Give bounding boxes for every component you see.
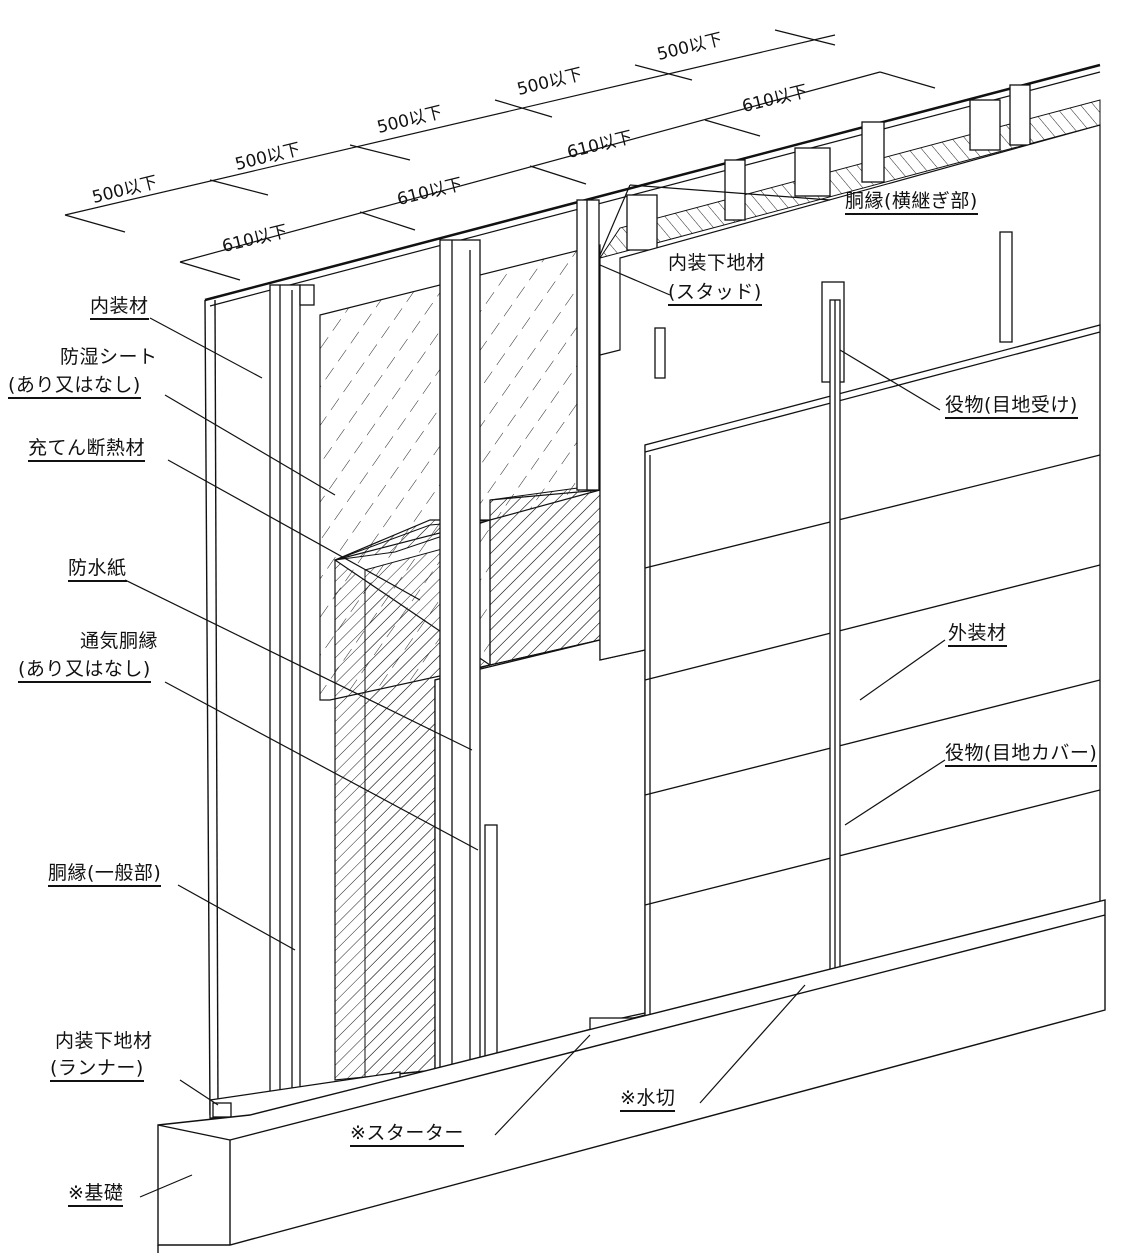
label-exterior-finish: 外装材 <box>948 622 1007 647</box>
label-waterproof-paper: 防水紙 <box>68 557 127 582</box>
label-joint-receiver: 役物(目地受け) <box>945 394 1078 419</box>
label-foundation: ※基礎 <box>68 1182 124 1207</box>
wall-top-edge <box>204 63 1101 307</box>
label-runner: 内装下地材 <box>55 1030 153 1052</box>
label-furring-general: 胴縁(一般部) <box>48 862 162 887</box>
label-interior-finish: 内装材 <box>90 295 149 320</box>
label-stud-note: (スタッド) <box>668 281 762 306</box>
label-vent-furring: 通気胴縁 <box>80 630 159 652</box>
steel-studs <box>269 84 1031 1111</box>
label-joint-cover: 役物(目地カバー) <box>945 742 1098 767</box>
label-flashing: ※水切 <box>620 1087 676 1112</box>
label-vapor-sheet-note: (あり又はなし) <box>8 374 141 399</box>
label-starter: ※スターター <box>350 1122 464 1147</box>
leader-lines <box>124 184 946 1198</box>
label-stud: 内装下地材 <box>668 252 766 274</box>
label-insulation: 充てん断熱材 <box>28 437 146 462</box>
dimension-lines <box>64 29 936 281</box>
foundation <box>157 899 1106 1253</box>
exterior-siding <box>644 324 1101 1021</box>
interior-finish-board <box>204 299 219 1116</box>
label-runner-note: (ランナー) <box>50 1057 144 1082</box>
label-vent-furring-note: (あり又はなし) <box>18 658 151 683</box>
joint-cover <box>829 299 841 971</box>
label-furring-joint: 胴縁(横継ぎ部) <box>845 190 978 215</box>
label-vapor-sheet: 防湿シート <box>60 346 158 368</box>
insulation-block-right <box>489 484 601 666</box>
